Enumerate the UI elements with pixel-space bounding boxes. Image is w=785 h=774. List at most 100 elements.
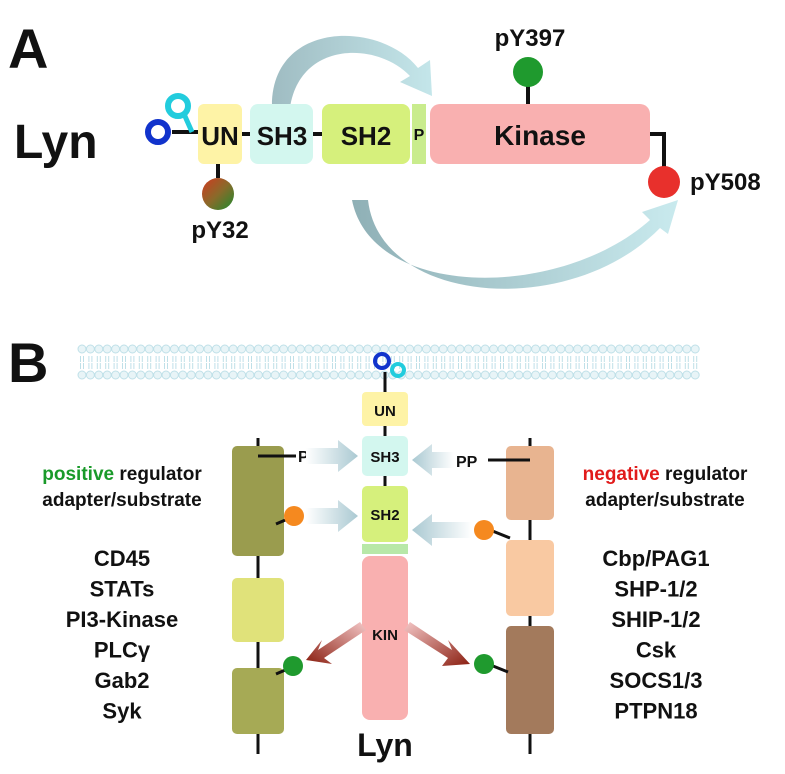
lipid-head [94,370,104,380]
lipid-head [421,370,431,380]
lipid-head [505,370,515,380]
arrow-orange-left-to-sh2 [306,500,358,532]
lipid-head [354,370,364,380]
neg-heading-line2: adapter/substrate [585,490,744,511]
positive-regulator-item: Gab2 [94,668,149,693]
lipid-head [102,370,112,380]
b-domain-kin [362,556,408,720]
lipid-head [228,344,238,354]
lipid-head [337,344,347,354]
neg-box-top [506,446,554,520]
lipid-head [598,344,608,354]
b-protein-name: Lyn [357,727,413,763]
lipid-head [245,344,255,354]
lipid-head [421,344,431,354]
lipid-head [556,344,566,354]
lipid-head [413,344,423,354]
b-myristoyl-anchor-icon [373,352,391,370]
pos-box-mid [232,578,284,642]
positive-regulator-item: Syk [102,699,142,724]
lipid-head [94,344,104,354]
lipid-head [640,370,650,380]
lipid-head [111,344,121,354]
lipid-head [279,370,289,380]
a-domain-sh2 [322,104,410,164]
lipid-head [522,370,532,380]
lipid-head [564,344,574,354]
lipid-head [186,344,196,354]
lipid-head [606,370,616,380]
lipid-head [195,370,205,380]
panel-a-letter: A [8,17,48,80]
b-palmitoyl-anchor-icon [390,362,406,378]
lipid-head [615,370,625,380]
lipid-head [371,370,381,380]
lipid-head [253,344,263,354]
lipid-head [589,370,599,380]
panel-b-letter: B [8,331,48,394]
lipid-head [153,370,163,380]
lipid-head [573,370,583,380]
lipid-head [136,370,146,380]
negative-regulator-item: Csk [636,638,677,663]
arrow-pp-right-to-sh3 [412,444,454,476]
arrow-kin-to-neg-green [404,622,470,666]
arc-arrow-bottom [352,200,678,289]
lipid-head [514,370,524,380]
positive-regulator-item: STATs [90,577,155,602]
lipid-head [438,370,448,380]
site-y508-icon [648,166,680,198]
lipid-head [396,344,406,354]
lipid-head [77,370,87,380]
lipid-head [119,370,129,380]
palmitoyl-stem [181,112,195,134]
lipid-head [623,344,633,354]
lipid-head [514,344,524,354]
lipid-head [304,370,314,380]
lipid-head [220,370,230,380]
negative-regulator-item: SOCS1/3 [610,668,703,693]
lipid-head [287,344,297,354]
lipid-head [606,344,616,354]
lipid-head [581,344,591,354]
lipid-head [489,344,499,354]
b-label-kin: KIN [372,627,398,644]
lipid-head [321,344,331,354]
neg-box-bot [506,626,554,734]
pos-heading-line1: positive regulator [42,464,202,485]
lipid-head [287,370,297,380]
lipid-head [363,344,373,354]
lipid-head [371,344,381,354]
lipid-head [615,344,625,354]
lipid-head [312,344,322,354]
lipid-head [598,370,608,380]
neg-heading-line1: negative regulator [583,464,748,485]
lipid-head [455,344,465,354]
lipid-head [329,344,339,354]
lipid-head [447,370,457,380]
a-label-kinase: Kinase [494,120,586,151]
negative-regulator-item: PTPN18 [614,699,697,724]
arrow-kin-to-pos-green [306,622,366,664]
lipid-head [447,344,457,354]
lipid-head [665,344,675,354]
b-domain-un [362,392,408,426]
a-linker [412,104,426,164]
neg-orange-site-icon [474,520,494,540]
lipid-head [547,344,557,354]
lipid-head [363,370,373,380]
lipid-head [405,370,415,380]
negative-regulator-item: Cbp/PAG1 [602,546,709,571]
arrow-pp-left-to-sh3 [306,440,358,472]
lipid-head [329,370,339,380]
pos-heading-line2: adapter/substrate [42,490,201,511]
lipid-head [430,344,440,354]
lipid-head [203,344,213,354]
lipid-head [279,344,289,354]
lipid-head [556,370,566,380]
lipid-head [312,370,322,380]
b-domain-sh3 [362,436,408,476]
lipid-head [77,344,87,354]
lipid-head [673,370,683,380]
